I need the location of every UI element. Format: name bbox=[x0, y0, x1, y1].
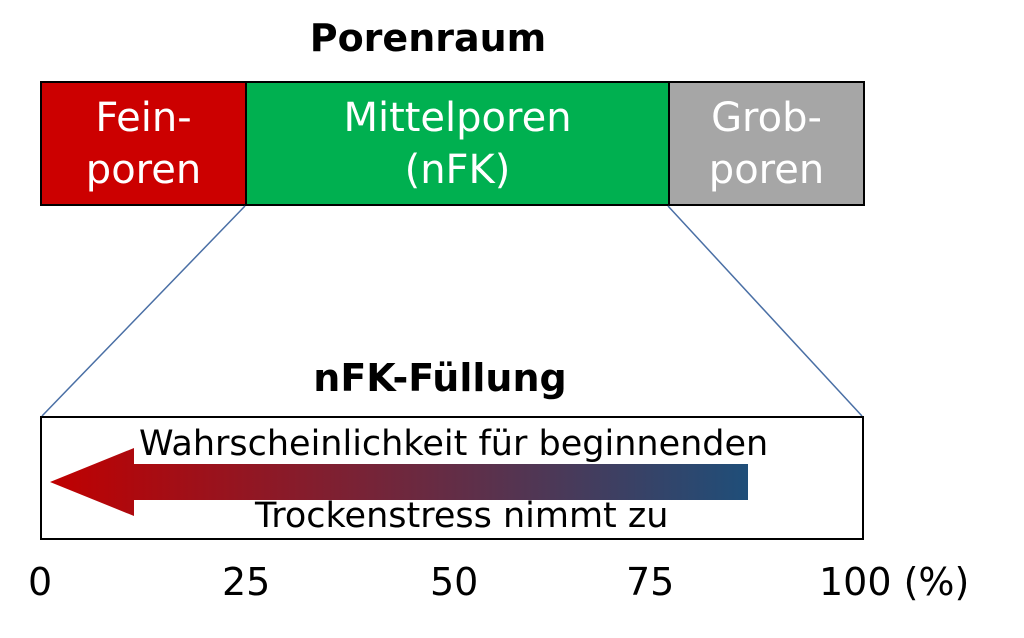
scale-tick-75: 75 bbox=[626, 560, 675, 604]
scale-tick-100: 100 (%) bbox=[819, 560, 970, 604]
feinporen-box: Fein- poren bbox=[40, 81, 247, 206]
feinporen-label-line2: poren bbox=[85, 146, 202, 193]
grobporen-label-line2: poren bbox=[708, 146, 825, 193]
feinporen-label-line1: Fein- bbox=[95, 94, 192, 141]
scale-tick-25: 25 bbox=[222, 560, 271, 604]
drought-stress-arrow bbox=[50, 448, 748, 516]
grobporen-label-line1: Grob- bbox=[711, 94, 822, 141]
nfk-fuellung-title: nFK-Füllung bbox=[313, 356, 567, 400]
arrow-text-line1: Wahrscheinlichkeit für beginnenden bbox=[139, 424, 769, 464]
mittelporen-label-line1: Mittelporen bbox=[343, 94, 572, 141]
mittelporen-label-line2: (nFK) bbox=[404, 146, 511, 193]
grobporen-box: Grob- poren bbox=[668, 81, 865, 206]
scale-tick-0: 0 bbox=[28, 560, 53, 604]
porenraum-title: Porenraum bbox=[309, 16, 547, 60]
arrow-shape bbox=[50, 448, 748, 516]
connector-line-left bbox=[41, 205, 246, 417]
nfk-fuellung-box: Wahrscheinlichkeit für beginnenden Trock… bbox=[40, 416, 864, 540]
connector-line-right bbox=[667, 205, 863, 417]
mittelporen-box: Mittelporen (nFK) bbox=[245, 81, 670, 206]
arrow-text-line2: Trockenstress nimmt zu bbox=[255, 496, 669, 536]
scale-tick-50: 50 bbox=[430, 560, 479, 604]
